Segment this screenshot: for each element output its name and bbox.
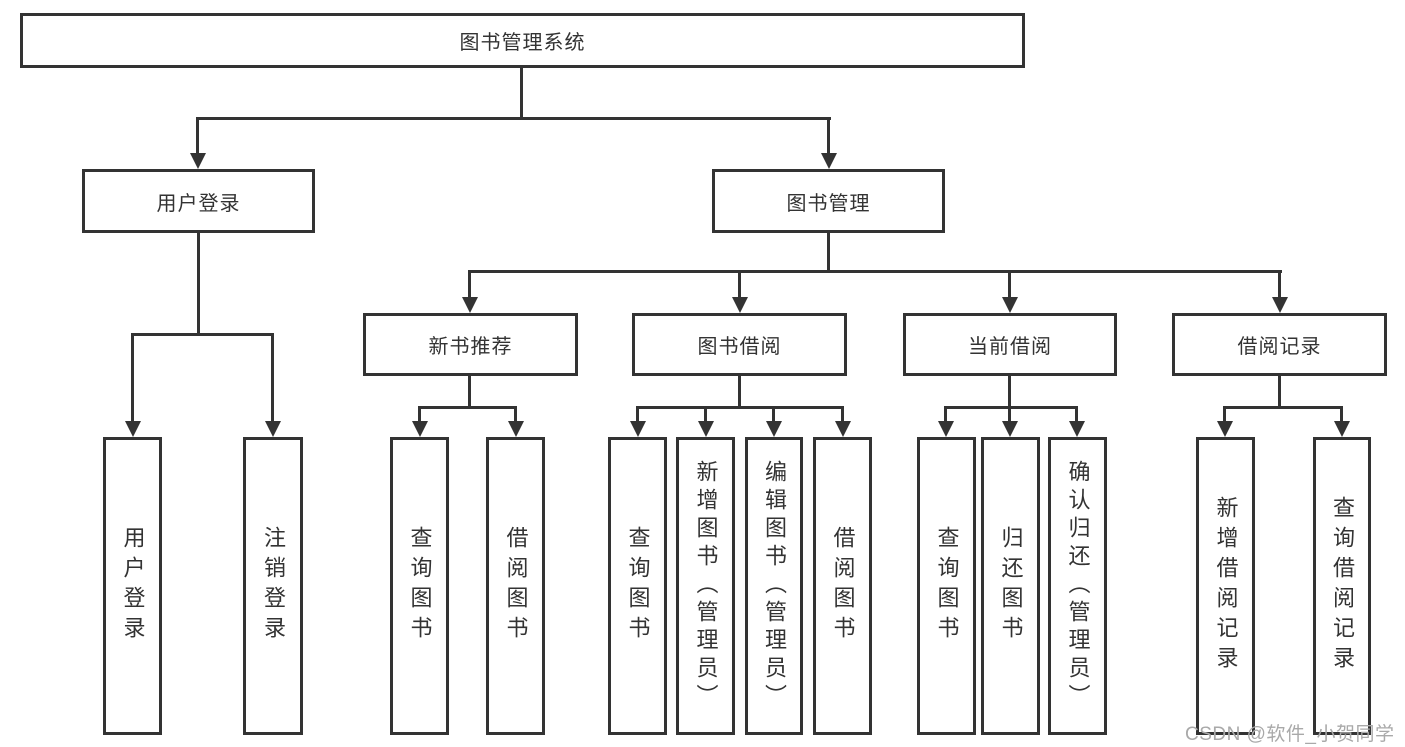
node-current-borrow: 当前借阅 <box>903 313 1117 376</box>
leaf-bb-add-books-admin-label: 新增图书（管理员） <box>693 460 719 712</box>
leaf-nbr-borrow-books-label: 借阅图书 <box>503 526 529 646</box>
arrow-to-nbr-query <box>411 406 428 437</box>
connector-bar-root <box>196 117 831 120</box>
arrow-to-new-book-recommend <box>461 270 478 313</box>
node-library-system: 图书管理系统 <box>20 13 1025 68</box>
leaf-nbr-borrow-books: 借阅图书 <box>486 437 545 735</box>
arrow-to-cb-return <box>1001 406 1018 437</box>
node-user-login-label: 用户登录 <box>156 192 241 215</box>
arrow-to-leaf-user-login <box>124 333 141 437</box>
connector-bar-book-management <box>468 270 1282 273</box>
leaf-cb-confirm-return-admin: 确认归还（管理员） <box>1048 437 1107 735</box>
leaf-bb-query-books: 查询图书 <box>608 437 667 735</box>
arrow-to-bb-borrow <box>834 406 851 437</box>
leaf-logout: 注销登录 <box>243 437 303 735</box>
connector-stem-user-login <box>197 233 200 336</box>
arrow-to-book-management <box>820 117 837 169</box>
connector-bar-user-login <box>131 333 274 336</box>
connector-stem-borrow-records <box>1278 376 1281 409</box>
arrow-to-br-add <box>1216 406 1233 437</box>
arrow-to-leaf-logout <box>264 333 281 437</box>
connector-bar-borrow-records <box>1223 406 1343 409</box>
csdn-watermark: CSDN @软件_小贺同学 <box>1185 724 1395 745</box>
leaf-bb-borrow-books: 借阅图书 <box>813 437 872 735</box>
leaf-br-query-record: 查询借阅记录 <box>1313 437 1371 735</box>
arrow-to-bb-edit <box>765 406 782 437</box>
leaf-cb-query-books-label: 查询图书 <box>934 526 960 646</box>
connector-stem-new-book-recommend <box>468 376 471 409</box>
leaf-bb-query-books-label: 查询图书 <box>625 526 651 646</box>
leaf-cb-confirm-return-admin-label: 确认归还（管理员） <box>1065 460 1091 712</box>
arrow-to-cb-confirm <box>1068 406 1085 437</box>
connector-stem-book-borrow <box>738 376 741 409</box>
arrow-to-br-query <box>1333 406 1350 437</box>
connector-bar-new-book-recommend <box>418 406 517 409</box>
node-user-login: 用户登录 <box>82 169 315 233</box>
leaf-nbr-query-books: 查询图书 <box>390 437 449 735</box>
leaf-nbr-query-books-label: 查询图书 <box>407 526 433 646</box>
node-book-borrow: 图书借阅 <box>632 313 847 376</box>
node-borrow-records: 借阅记录 <box>1172 313 1387 376</box>
leaf-bb-add-books-admin: 新增图书（管理员） <box>676 437 735 735</box>
connector-stem-book-management <box>827 233 830 273</box>
leaf-bb-edit-books-admin: 编辑图书（管理员） <box>745 437 803 735</box>
leaf-logout-label: 注销登录 <box>261 526 286 646</box>
connector-stem-root <box>520 66 523 120</box>
connector-bar-book-borrow <box>636 406 844 409</box>
leaf-cb-return-books: 归还图书 <box>981 437 1040 735</box>
leaf-cb-query-books: 查询图书 <box>917 437 976 735</box>
leaf-bb-edit-books-admin-label: 编辑图书（管理员） <box>762 460 787 712</box>
node-new-book-recommend: 新书推荐 <box>363 313 578 376</box>
leaf-user-login-label: 用户登录 <box>120 526 146 646</box>
arrow-to-borrow-records <box>1271 270 1288 313</box>
arrow-to-user-login <box>189 117 206 169</box>
leaf-br-query-record-label: 查询借阅记录 <box>1330 496 1355 676</box>
arrow-to-book-borrow <box>731 270 748 313</box>
arrow-to-current-borrow <box>1001 270 1018 313</box>
node-library-system-label: 图书管理系统 <box>459 32 586 54</box>
arrow-to-bb-add <box>697 406 714 437</box>
arrow-to-cb-query <box>937 406 954 437</box>
node-book-management: 图书管理 <box>712 169 945 233</box>
leaf-user-login: 用户登录 <box>103 437 162 735</box>
node-borrow-records-label: 借阅记录 <box>1237 336 1322 358</box>
arrow-to-nbr-borrow <box>507 406 524 437</box>
arrow-to-bb-query <box>629 406 646 437</box>
node-current-borrow-label: 当前借阅 <box>968 336 1052 358</box>
leaf-br-add-record: 新增借阅记录 <box>1196 437 1255 735</box>
connector-stem-current-borrow <box>1008 376 1011 409</box>
leaf-bb-borrow-books-label: 借阅图书 <box>830 526 856 646</box>
leaf-br-add-record-label: 新增借阅记录 <box>1213 496 1239 676</box>
node-book-borrow-label: 图书借阅 <box>697 336 782 358</box>
node-book-management-label: 图书管理 <box>786 192 871 215</box>
connector-bar-current-borrow <box>944 406 1078 409</box>
node-new-book-recommend-label: 新书推荐 <box>428 336 513 358</box>
leaf-cb-return-books-label: 归还图书 <box>998 526 1024 646</box>
